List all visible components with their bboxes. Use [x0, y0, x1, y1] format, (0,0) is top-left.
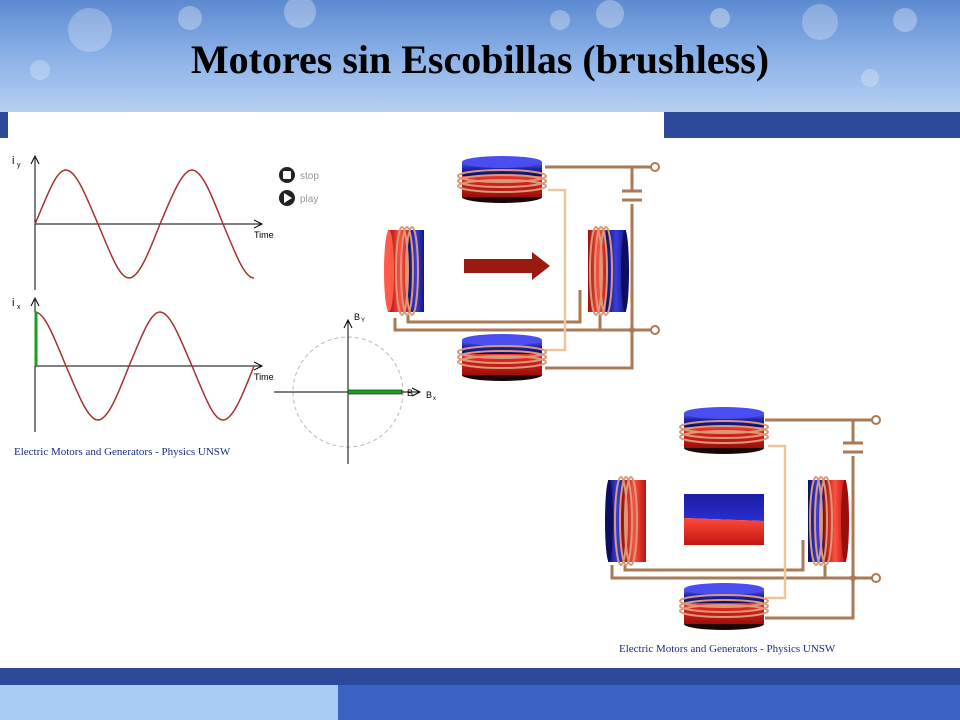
iy-axis-label-main: i	[12, 155, 14, 167]
stop-button[interactable]: stop	[279, 167, 319, 183]
footer-dark-band	[0, 668, 960, 685]
bottom-stator-coil-2	[679, 583, 769, 630]
slide-title: Motores sin Escobillas (brushless)	[190, 37, 770, 82]
stop-label: stop	[300, 171, 319, 182]
left-stator-coil	[384, 226, 424, 316]
slide-header: Motores sin Escobillas (brushless)	[0, 0, 960, 112]
ix-sine-curve	[34, 311, 255, 421]
right-stator-coil	[588, 226, 629, 316]
bottom-stator-coil	[457, 334, 547, 381]
bx-axis-label-sub: x	[433, 396, 436, 402]
motor-diagram-2	[605, 407, 881, 630]
iy-time-label: Time	[254, 230, 274, 240]
right-stator-coil-2	[808, 476, 849, 566]
ix-axis-label-sub: x	[17, 304, 21, 311]
top-stator-coil	[457, 156, 547, 203]
header-bubbles-background	[30, 0, 917, 87]
current-ix-graph: i x Time	[12, 296, 274, 432]
play-button[interactable]: play	[279, 190, 318, 206]
b-vector-label: B	[407, 388, 413, 398]
simulation-top-panel	[8, 112, 664, 138]
by-axis-label-main: B	[354, 312, 360, 322]
field-vector-plot: B Y B B x	[274, 312, 436, 464]
stop-icon	[283, 171, 291, 179]
ix-time-label: Time	[254, 372, 274, 382]
motor-diagram-2-credit: Electric Motors and Generators - Physics…	[619, 643, 836, 655]
top-stator-coil-2	[679, 407, 769, 454]
field-direction-arrow	[464, 252, 550, 280]
iy-axis-label-sub: y	[17, 162, 21, 169]
ix-axis-label-main: i	[12, 297, 14, 309]
play-label: play	[300, 194, 318, 205]
footer-light-block	[0, 685, 338, 720]
bx-axis-label-main: B	[426, 390, 432, 400]
permanent-magnet-rotor	[684, 494, 764, 545]
current-iy-graph: i y Time	[12, 154, 274, 290]
left-stator-coil-2	[605, 476, 646, 566]
play-icon	[284, 193, 292, 203]
simulation-credit: Electric Motors and Generators - Physics…	[14, 446, 231, 458]
footer-blue-block	[338, 685, 960, 720]
iy-sine-curve	[34, 169, 255, 279]
by-axis-label-sub: Y	[361, 318, 365, 324]
field-vector-b	[347, 389, 403, 395]
motor-diagram-1	[384, 156, 660, 381]
